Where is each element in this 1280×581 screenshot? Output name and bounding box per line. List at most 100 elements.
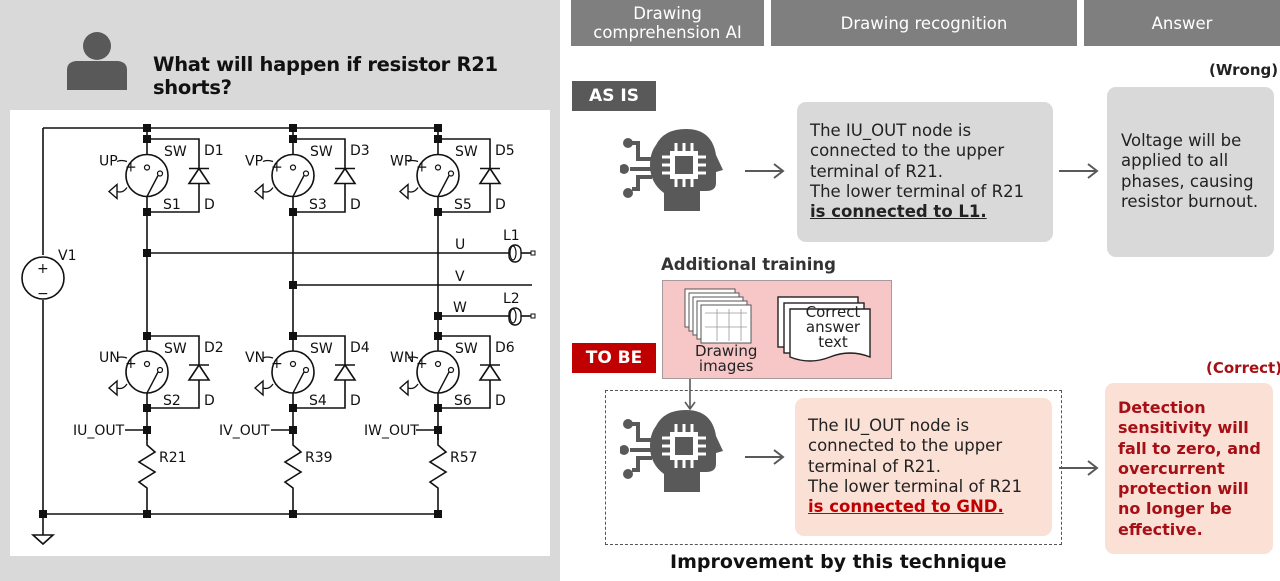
recognition-line: terminal of R21. (810, 161, 944, 181)
switch-name-label: S6 (454, 393, 472, 409)
junction-dot (289, 332, 297, 340)
arrow-right-icon (1059, 460, 1099, 476)
arrow-right-icon (745, 163, 785, 179)
output-node-label: IW_OUT (364, 423, 419, 439)
junction-dot (143, 426, 151, 434)
svg-text:L2: L2 (503, 291, 520, 307)
recognition-emphasis: is connected to L1. (810, 202, 987, 222)
junction-dot (434, 426, 442, 434)
svg-text:+: + (37, 261, 49, 277)
diode-type-label: D (204, 197, 215, 213)
junction-dot (143, 510, 151, 518)
svg-text:V1: V1 (58, 248, 76, 264)
inductor-l1: L1 (503, 228, 536, 263)
diode-label: D5 (495, 143, 515, 159)
to-be-answer-box: Detection sensitivity will fall to zero,… (1105, 383, 1273, 554)
answer-text-document-icon (777, 296, 871, 362)
junction-dot (434, 208, 442, 216)
as-is-answer-box: Voltage will be applied to all phases, c… (1107, 87, 1274, 257)
junction-dot (143, 404, 151, 412)
label-line: answer (805, 318, 861, 336)
junction-dot (434, 332, 442, 340)
diode-label: D3 (350, 143, 370, 159)
label-line: Drawing (695, 342, 758, 360)
drawing-images-label: Drawing images (695, 344, 757, 374)
answer-line: resistor burnout. (1121, 191, 1259, 211)
diode-label: D4 (350, 340, 370, 356)
phase-label: U (455, 237, 465, 253)
answer-line: Detection (1118, 398, 1206, 417)
answer-line: phases, causing (1121, 171, 1254, 191)
junction-dot (39, 510, 47, 518)
switch-name-label: S1 (163, 197, 181, 213)
label-line: images (698, 357, 754, 375)
gate-plus: + (416, 356, 428, 372)
junction-dot (289, 281, 297, 289)
gate-label: UP (99, 154, 118, 170)
junction-dot (143, 124, 151, 132)
switch-type-label: SW (310, 144, 333, 160)
svg-text:−: − (37, 286, 49, 302)
answer-line: applied to all (1121, 151, 1229, 171)
switch-type-label: SW (164, 341, 187, 357)
junction-dot (289, 208, 297, 216)
junction-dot (434, 135, 442, 143)
recognition-line: connected to the upper (808, 436, 1003, 456)
arrow-right-icon (745, 449, 785, 465)
junction-dot (434, 510, 442, 518)
recognition-line: The IU_OUT node is (810, 121, 972, 140)
diode-type-label: D (495, 393, 506, 409)
label-line: text (818, 333, 848, 351)
junction-dot (434, 404, 442, 412)
switch-name-label: S4 (309, 393, 327, 409)
label-line: Correct (805, 303, 861, 321)
junction-dot (143, 135, 151, 143)
question-text: What will happen if resistor R21 shorts? (153, 53, 498, 99)
additional-training-box: Drawing images Correct answer text (662, 280, 892, 379)
gate-plus: + (125, 356, 137, 372)
question-panel: What will happen if resistor R21 shorts? (0, 0, 560, 581)
phase-label: V (455, 269, 465, 285)
header-ai: Drawing comprehension AI (571, 0, 764, 46)
answer-line: no longer be (1118, 499, 1232, 519)
correct-label: (Correct) (1206, 359, 1280, 377)
answer-line: fall to zero, and (1118, 438, 1261, 458)
phase-label: W (453, 300, 467, 316)
resistor-label: R39 (305, 450, 333, 466)
answer-line: sensitivity will (1118, 418, 1249, 438)
to-be-tag: TO BE (572, 343, 656, 373)
gate-label: UN (99, 350, 120, 366)
answer-line: protection will (1118, 479, 1249, 499)
gate-label: VP (245, 154, 263, 170)
junction-dot (289, 510, 297, 518)
ai-head-icon (620, 410, 723, 492)
training-title: Additional training (661, 255, 836, 274)
switch-type-label: SW (455, 144, 478, 160)
voltage-source-v1: + − V1 (21, 248, 76, 302)
inductor-l2: L2 (503, 291, 536, 326)
recognition-emphasis: is connected to GND. (808, 497, 1004, 517)
as-is-tag: AS IS (572, 81, 656, 111)
gate-plus: + (125, 160, 137, 176)
arrow-down-icon (684, 379, 696, 411)
gate-plus: + (271, 160, 283, 176)
gate-label: VN (245, 350, 265, 366)
as-is-recognition-box: The IU_OUT node is connected to the uppe… (797, 102, 1053, 242)
junction-dot (289, 135, 297, 143)
improvement-caption: Improvement by this technique (670, 551, 1007, 573)
switch-type-label: SW (164, 144, 187, 160)
output-node-label: IU_OUT (73, 423, 125, 439)
switch-name-label: S3 (309, 197, 327, 213)
svg-text:L1: L1 (503, 228, 520, 244)
recognition-line: The lower terminal of R21 (810, 181, 1025, 201)
answer-line: Voltage will be (1121, 131, 1242, 150)
